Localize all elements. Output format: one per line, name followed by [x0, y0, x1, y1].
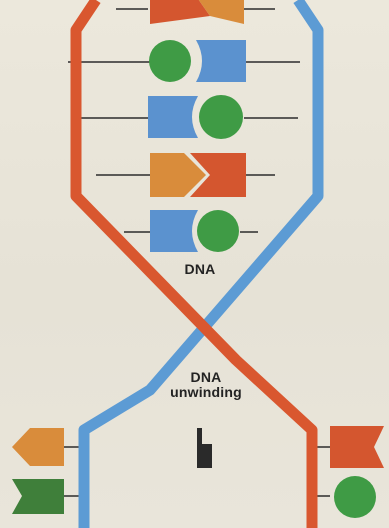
left-strand-bases — [12, 428, 64, 514]
orange-pennant-base — [12, 428, 64, 466]
blue-notched-square-base — [148, 96, 198, 138]
dna-unwinding-label-line1: DNA — [190, 369, 222, 385]
green-circle-base — [149, 40, 191, 82]
green-circle-base — [334, 476, 376, 518]
red-backbone-strand — [70, 0, 318, 528]
orange-pennant-base — [198, 0, 244, 24]
blue-notched-square-base — [150, 210, 198, 252]
dna-unwinding-label: DNA unwinding — [166, 370, 246, 399]
green-notched-base — [12, 479, 64, 514]
base-pair-3 — [148, 95, 243, 139]
base-pair-5 — [150, 210, 239, 252]
red-notched-base — [190, 153, 246, 197]
green-circle-base — [197, 210, 239, 252]
red-flag-base — [330, 426, 384, 468]
dna-label: DNA — [170, 262, 230, 277]
blue-notched-square-base — [196, 40, 246, 82]
red-pennant-base — [150, 0, 210, 24]
hydrogen-bonds — [62, 8, 330, 497]
green-circle-base — [199, 95, 243, 139]
orange-arrow-base — [150, 153, 206, 197]
base-pair-1 — [150, 0, 244, 24]
base-pair-4 — [150, 153, 246, 197]
dna-label-text: DNA — [184, 261, 216, 277]
unwinding-enzyme-icon — [197, 428, 212, 468]
base-pair-2 — [149, 40, 246, 82]
blue-backbone-strand — [78, 0, 324, 528]
right-strand-bases — [330, 426, 384, 518]
dna-unwinding-label-line2: unwinding — [170, 383, 242, 400]
